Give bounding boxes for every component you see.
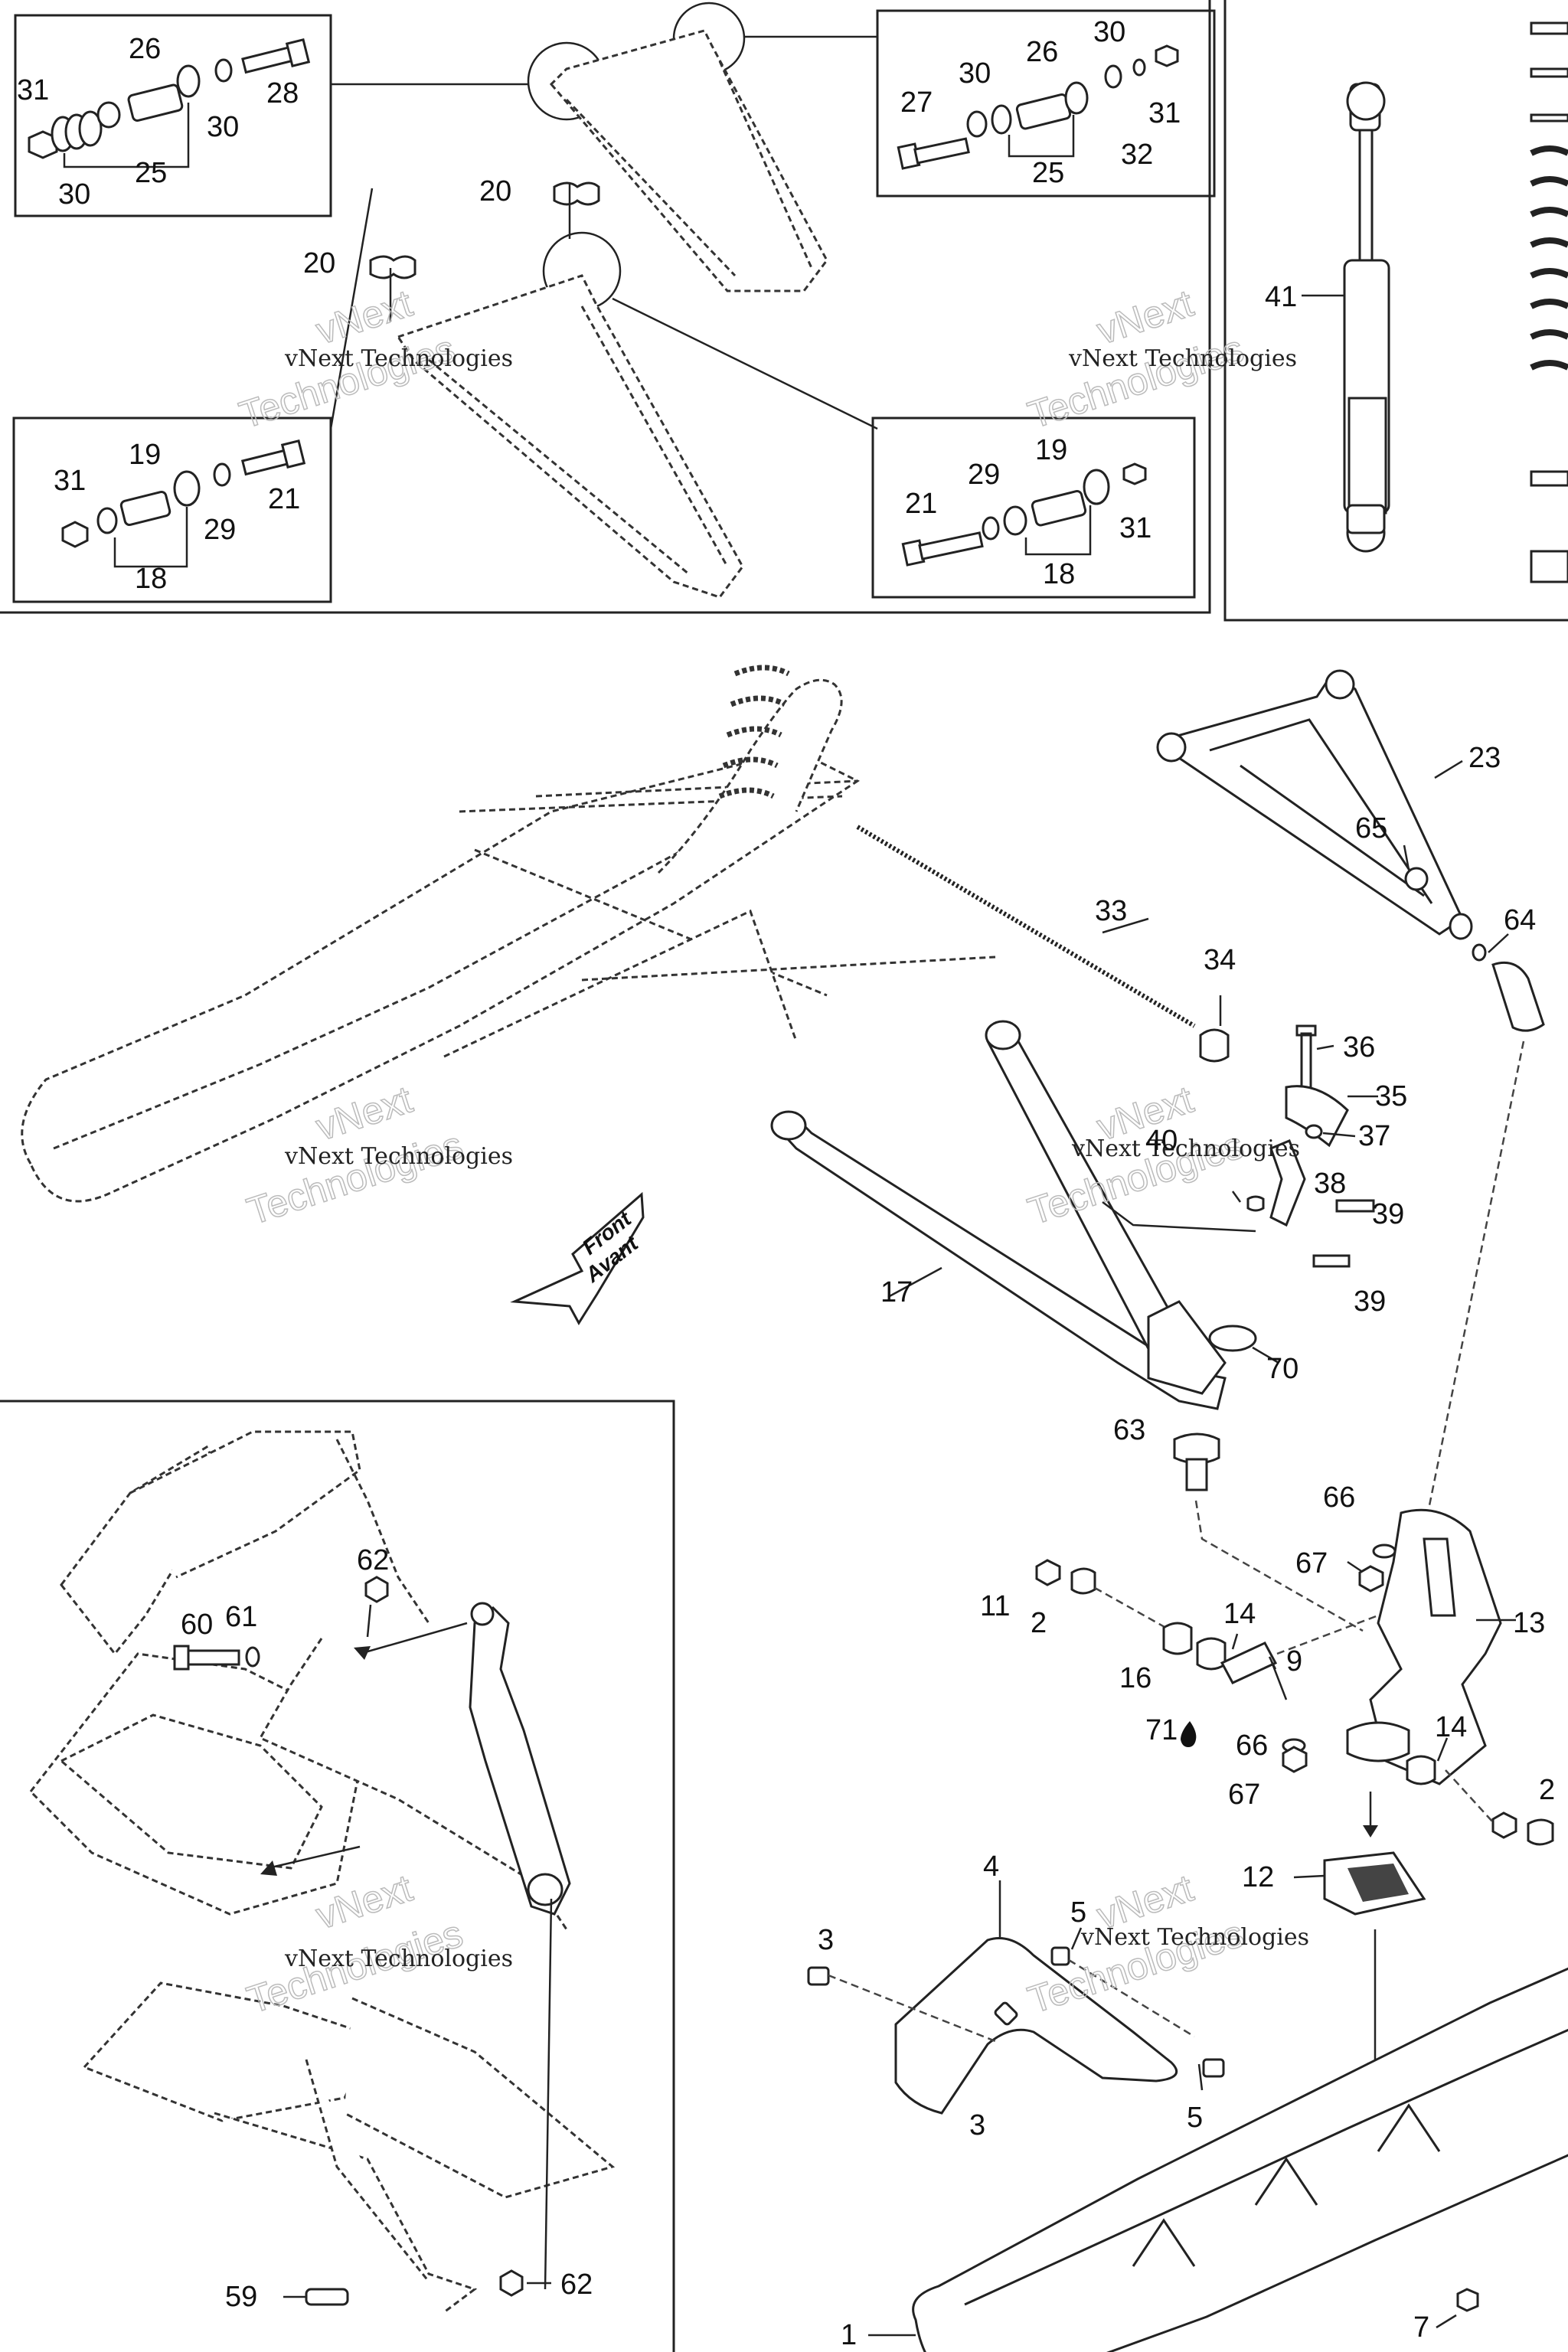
callout-14: 14 xyxy=(1435,1711,1467,1743)
sway-bar-link xyxy=(1102,995,1378,1268)
upper-a-arm-23 xyxy=(1156,669,1545,1570)
watermark-big-6: Technologies xyxy=(242,1123,468,1233)
callout-12: 12 xyxy=(1242,1861,1274,1893)
detail-box-lower-left xyxy=(12,416,332,603)
watermark-4: vNext Technologies xyxy=(1071,1135,1300,1162)
callout-20: 20 xyxy=(303,247,335,279)
callout-27: 27 xyxy=(900,87,933,119)
callout-18: 18 xyxy=(135,563,167,595)
callout-30: 30 xyxy=(207,111,239,143)
callout-19: 19 xyxy=(129,439,161,471)
watermark-big-3: vNext xyxy=(1092,282,1198,353)
callout-64: 64 xyxy=(1504,904,1536,936)
callout-65: 65 xyxy=(1355,812,1387,844)
callout-3: 3 xyxy=(969,2109,985,2141)
callout-66: 66 xyxy=(1236,1730,1268,1762)
callout-66: 66 xyxy=(1323,1481,1355,1514)
watermark-2: vNext Technologies xyxy=(1068,345,1297,372)
callout-7: 7 xyxy=(1413,2311,1429,2344)
callout-26: 26 xyxy=(1026,36,1058,68)
top-a-arms xyxy=(329,2,878,599)
watermark-3: vNext Technologies xyxy=(284,1143,513,1170)
watermark-1: vNext Technologies xyxy=(284,345,513,372)
callout-1: 1 xyxy=(841,2319,857,2351)
callout-67: 67 xyxy=(1228,1779,1260,1811)
callout-59: 59 xyxy=(225,2281,257,2313)
callout-31: 31 xyxy=(1119,512,1152,544)
callout-62: 62 xyxy=(560,2269,593,2301)
callout-25: 25 xyxy=(135,157,167,189)
callout-39: 39 xyxy=(1372,1198,1404,1230)
callout-5: 5 xyxy=(1187,2102,1203,2134)
callout-2: 2 xyxy=(1031,1607,1047,1639)
callout-21: 21 xyxy=(268,483,300,515)
callout-3: 3 xyxy=(818,1924,834,1956)
callout-13: 13 xyxy=(1513,1607,1545,1639)
callout-39: 39 xyxy=(1354,1285,1386,1318)
callout-16: 16 xyxy=(1119,1662,1152,1694)
callout-29: 29 xyxy=(204,514,236,546)
callout-63: 63 xyxy=(1113,1414,1145,1446)
callout-70: 70 xyxy=(1266,1353,1298,1385)
callout-4: 4 xyxy=(983,1851,999,1883)
watermark-big-4: Technologies xyxy=(1023,327,1249,436)
ski-assembly xyxy=(807,1851,1568,2352)
callout-5: 5 xyxy=(1070,1896,1086,1929)
watermark-5: vNext Technologies xyxy=(284,1945,513,1972)
callout-31: 31 xyxy=(1148,97,1181,129)
callout-19: 19 xyxy=(1035,434,1067,466)
shock-absorber-top xyxy=(1302,21,1568,583)
callout-35: 35 xyxy=(1375,1080,1407,1112)
callout-32: 32 xyxy=(1121,139,1153,171)
callout-20: 20 xyxy=(479,175,511,207)
callout-71: 71 xyxy=(1145,1714,1178,1746)
spindle-assembly xyxy=(1035,1508,1554,1846)
callout-38: 38 xyxy=(1314,1168,1346,1200)
callout-31: 31 xyxy=(17,74,49,106)
callout-61: 61 xyxy=(225,1601,257,1633)
callout-2: 2 xyxy=(1539,1774,1555,1806)
callout-62: 62 xyxy=(357,1544,389,1576)
callout-28: 28 xyxy=(266,77,299,109)
chassis-frame-dashed xyxy=(21,665,1196,1203)
callout-40: 40 xyxy=(1145,1125,1178,1157)
detail-box-lower-right xyxy=(871,416,1196,599)
lower-a-arm-17 xyxy=(770,1020,1364,1632)
callout-17: 17 xyxy=(880,1276,913,1308)
detail-box-upper-left xyxy=(14,14,332,217)
callout-18: 18 xyxy=(1043,558,1075,590)
detail-box-upper-right xyxy=(876,9,1216,198)
callout-9: 9 xyxy=(1286,1645,1302,1677)
callout-25: 25 xyxy=(1032,157,1064,189)
watermark-6: vNext Technologies xyxy=(1080,1924,1309,1951)
callout-30: 30 xyxy=(1093,16,1125,48)
callout-30: 30 xyxy=(959,57,991,90)
callout-34: 34 xyxy=(1204,944,1236,976)
callout-14: 14 xyxy=(1223,1598,1256,1630)
callout-36: 36 xyxy=(1343,1031,1375,1063)
callout-41: 41 xyxy=(1265,281,1297,313)
callout-29: 29 xyxy=(968,459,1000,491)
callout-31: 31 xyxy=(54,465,86,497)
callout-33: 33 xyxy=(1095,895,1127,927)
front-direction-arrow: Front Avant xyxy=(510,1191,645,1325)
callout-67: 67 xyxy=(1295,1547,1328,1579)
lower-left-suspension xyxy=(29,1430,616,2314)
callout-37: 37 xyxy=(1358,1120,1390,1152)
callout-21: 21 xyxy=(905,488,937,520)
callout-60: 60 xyxy=(181,1609,213,1641)
callout-11: 11 xyxy=(980,1590,1010,1622)
callout-30: 30 xyxy=(58,178,90,211)
callout-23: 23 xyxy=(1468,742,1501,774)
callout-26: 26 xyxy=(129,33,161,65)
callout-labels: 31 26 28 30 30 25 20 20 27 30 26 30 31 3… xyxy=(17,16,1555,2351)
